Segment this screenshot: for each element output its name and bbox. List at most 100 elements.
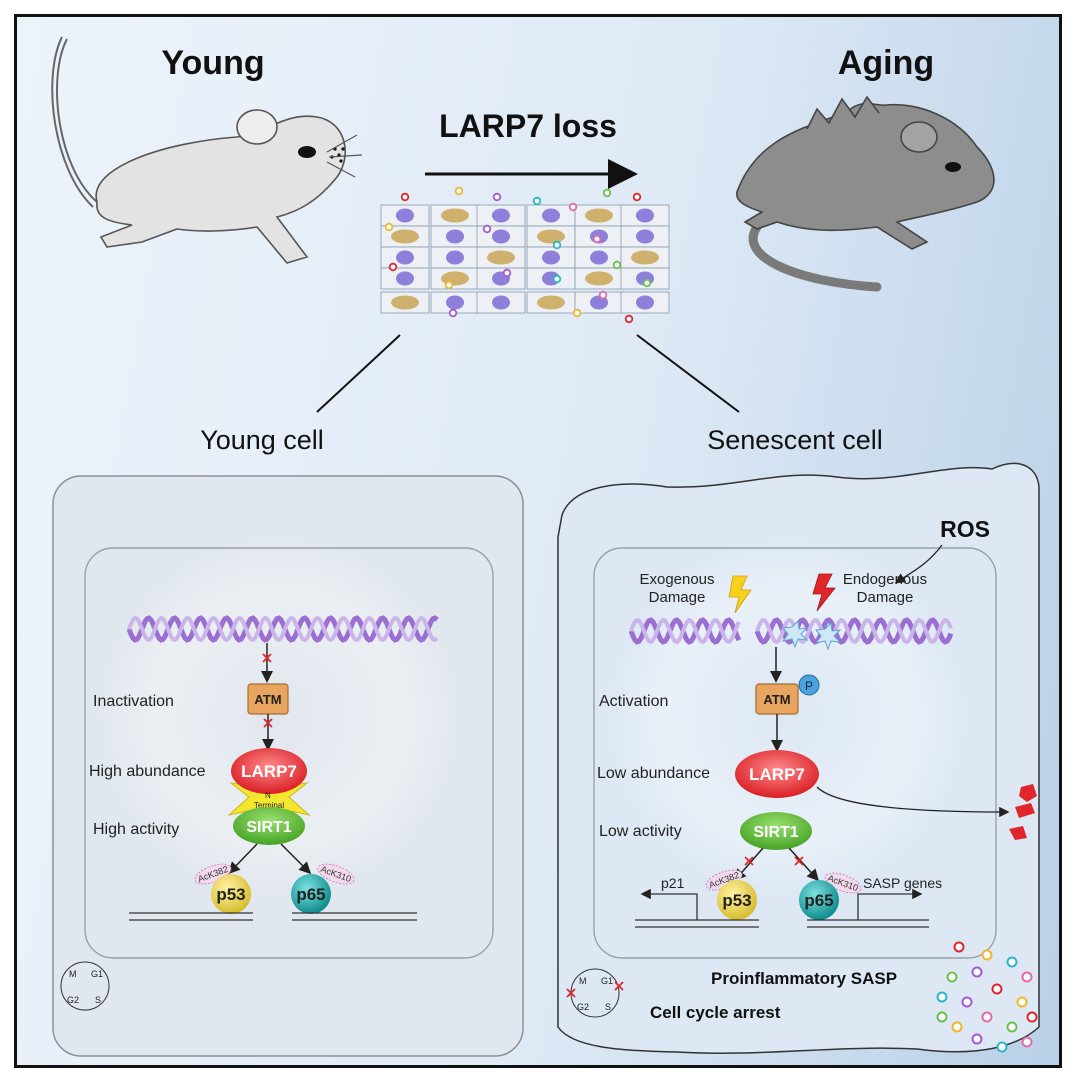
- sasp-particle: [936, 1011, 948, 1023]
- phospho-label: P: [805, 679, 813, 693]
- sasp-particle: [971, 966, 983, 978]
- dna-strand: [629, 617, 741, 645]
- p21-label: p21: [661, 875, 685, 891]
- young-cell-cycle-icon: M G1 G2 S: [60, 961, 110, 1011]
- cell-nucleus: [487, 250, 515, 265]
- young-p53: [211, 874, 251, 914]
- young-state-activity: High activity: [93, 821, 179, 838]
- secreted-particle: [602, 188, 612, 198]
- cycle-m: M: [579, 976, 587, 986]
- sasp-particle: [996, 1041, 1008, 1053]
- young-larp7: [231, 748, 307, 794]
- sasp-particle: [1006, 956, 1018, 968]
- senescent-larp7: [735, 750, 819, 798]
- inhibition-mark: [263, 718, 273, 728]
- senescent-ack310-tag: [824, 872, 862, 894]
- secreted-particle: [388, 262, 398, 272]
- secreted-particle: [592, 234, 602, 244]
- cell-nucleus: [396, 208, 414, 223]
- cell-nucleus: [636, 295, 654, 310]
- tissue-cell-grid: [380, 186, 670, 324]
- secreted-particle: [612, 260, 622, 270]
- cell-nucleus: [631, 250, 659, 265]
- cell-nucleus: [446, 250, 464, 265]
- secreted-particle: [552, 240, 562, 250]
- young-mouse-icon: [51, 36, 363, 264]
- young-state-abundance: High abundance: [89, 763, 206, 780]
- inhibition-mark: [744, 856, 804, 866]
- senescent-larp7-label: LARP7: [749, 765, 805, 784]
- proinflammatory-sasp-label: Proinflammatory SASP: [711, 969, 897, 988]
- sasp-particle: [953, 941, 965, 953]
- cycle-g2: G2: [577, 1002, 589, 1012]
- secreted-particle: [482, 224, 492, 234]
- senescent-cell-cycle-icon: M G1 G2 S: [566, 968, 624, 1018]
- sasp-particle: [961, 996, 973, 1008]
- dna-strand: [755, 617, 953, 645]
- sasp-particles: [936, 941, 1038, 1053]
- cycle-s: S: [605, 1002, 611, 1012]
- cell-nucleus: [391, 229, 419, 244]
- cell-nucleus: [636, 208, 654, 223]
- larp7-loss-label: LARP7 loss: [439, 108, 617, 144]
- sasp-particle: [1006, 1021, 1018, 1033]
- dna-strand: [127, 615, 439, 643]
- secreted-particle: [568, 202, 578, 212]
- degraded-larp7-fragments: [1009, 784, 1037, 840]
- cell-nucleus: [636, 229, 654, 244]
- senescent-nucleus: [593, 547, 997, 959]
- secreted-particle: [598, 290, 608, 300]
- degradation-arrow: [816, 786, 1010, 818]
- aging-title: Aging: [838, 44, 934, 82]
- sasp-particle: [951, 1021, 963, 1033]
- secreted-particle: [624, 314, 634, 324]
- sasp-particle: [991, 983, 1003, 995]
- young-nucleus: [84, 547, 494, 959]
- sasp-particle: [1026, 1011, 1038, 1023]
- senescent-dna-helix: [628, 617, 954, 645]
- cell-nucleus: [391, 295, 419, 310]
- young-ack310-tag: [317, 863, 355, 885]
- sasp-particle: [936, 991, 948, 1003]
- sasp-particle: [971, 1033, 983, 1045]
- sasp-particle: [1021, 1036, 1033, 1048]
- cycle-s: S: [95, 995, 101, 1005]
- cell-nucleus: [396, 250, 414, 265]
- young-promoter-lines: [129, 912, 417, 921]
- sasp-particle: [1021, 971, 1033, 983]
- secreted-particle: [502, 268, 512, 278]
- secreted-particle: [400, 192, 410, 202]
- endogenous-lightning-icon: [812, 573, 836, 612]
- secreted-particle: [454, 186, 464, 196]
- young-title: Young: [161, 44, 264, 82]
- inhibition-mark: [262, 653, 272, 663]
- cell-nucleus: [446, 229, 464, 244]
- senescent-p65-label: p65: [804, 891, 833, 910]
- sasp-particle: [946, 971, 958, 983]
- n-terminal-text: N: [265, 791, 271, 800]
- secreted-particle: [632, 192, 642, 202]
- cell-nucleus: [542, 250, 560, 265]
- cycle-g1: G1: [601, 976, 613, 986]
- secreted-particle: [492, 192, 502, 202]
- secreted-particle: [384, 222, 394, 232]
- sasp-particle: [1016, 996, 1028, 1008]
- exogenous-lightning-icon: [728, 575, 752, 614]
- dna-break-burst-icon: [781, 619, 842, 651]
- sasp-particle: [981, 1011, 993, 1023]
- secreted-particle: [532, 196, 542, 206]
- cell-nucleus: [492, 229, 510, 244]
- sasp-particle: [981, 949, 993, 961]
- young-cell-panel: ATM Inactivation High abundance High act…: [52, 475, 524, 1057]
- cell-nucleus: [492, 208, 510, 223]
- young-cell-label: Young cell: [200, 425, 324, 455]
- young-p65-label: p65: [296, 885, 325, 904]
- cell-nucleus: [441, 208, 469, 223]
- cell-nucleus: [585, 271, 613, 286]
- young-dna-helix: [126, 615, 439, 643]
- senescent-promoter-lines: [635, 888, 929, 928]
- young-larp7-label: LARP7: [241, 762, 297, 781]
- secreted-particle: [572, 308, 582, 318]
